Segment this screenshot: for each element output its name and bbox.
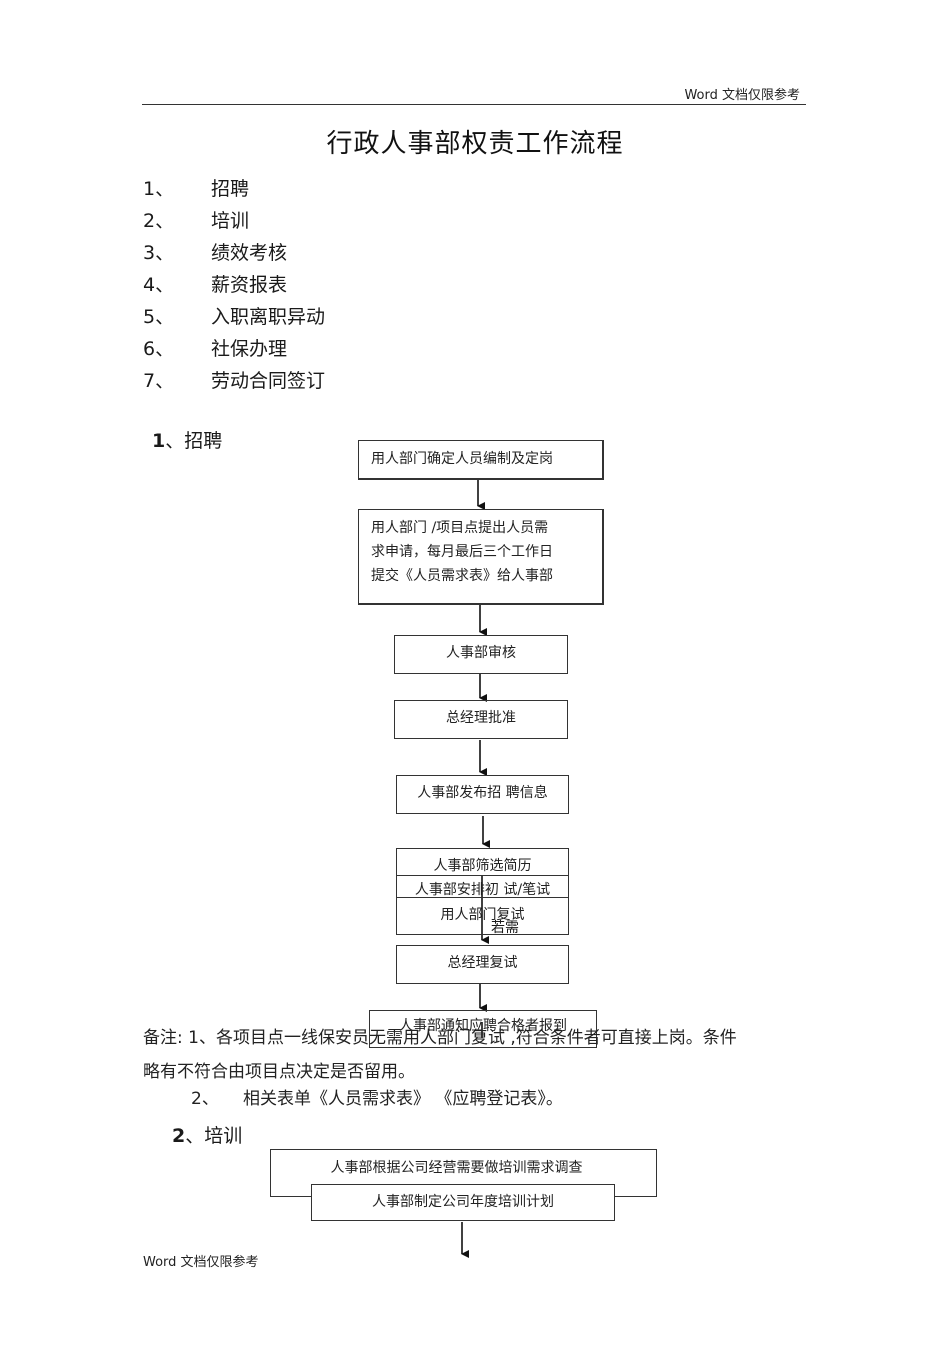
toc-num-6: 6、 xyxy=(143,338,175,360)
section-recruit-heading: 1、招聘 xyxy=(152,430,223,452)
toc-num-7: 7、 xyxy=(143,370,175,392)
toc-label-3: 绩效考核 xyxy=(211,242,288,264)
header-rule xyxy=(142,104,806,105)
toc-label-5: 入职离职异动 xyxy=(211,306,326,328)
flow-step-screen-resumes: 人事部筛选简历 xyxy=(396,848,569,876)
toc-num-5: 5、 xyxy=(143,306,175,328)
note-line-2: 略有不符合由项目点决定是否留用。 xyxy=(143,1062,415,1082)
document-title: 行政人事部权责工作流程 xyxy=(326,129,624,159)
note-line-3-text: 相关表单《人员需求表》 《应聘登记表》。 xyxy=(243,1089,563,1109)
flow-step-submit-request: 用人部门 /项目点提出人员需 求申请，每月最后三个工作日 提交《人员需求表》给人… xyxy=(358,509,604,605)
toc-label-1: 招聘 xyxy=(211,178,250,200)
flow-step-submit-request-line3: 提交《人员需求表》给人事部 xyxy=(371,568,553,584)
toc-label-2: 培训 xyxy=(211,210,250,232)
flow-step-publish-info: 人事部发布招 聘信息 xyxy=(396,775,569,814)
page-header: Word 文档仅限参考 xyxy=(684,88,800,103)
page-footer: Word 文档仅限参考 xyxy=(143,1255,259,1270)
flow-step-define-headcount: 用人部门确定人员编制及定岗 xyxy=(358,440,604,480)
toc-num-3: 3、 xyxy=(143,242,175,264)
toc-label-6: 社保办理 xyxy=(211,338,288,360)
toc-num-2: 2、 xyxy=(143,210,175,232)
section-training-heading: 2、培训 xyxy=(172,1125,243,1147)
note-line-1: 备注: 1、各项目点一线保安员无需用人部门复试 ,符合条件者可直接上岗。条件 xyxy=(143,1028,737,1048)
flow-step-training-plan: 人事部制定公司年度培训计划 xyxy=(311,1184,615,1221)
flow-step-first-interview: 人事部安排初 试/笔试 xyxy=(396,873,569,898)
flow-step-gm-approve: 总经理批准 xyxy=(394,700,568,739)
flow-step-submit-request-line1: 用人部门 /项目点提出人员需 xyxy=(371,520,549,536)
flow-step-dept-interview-note: 若需 xyxy=(491,920,519,936)
toc-num-4: 4、 xyxy=(143,274,175,296)
toc-label-4: 薪资报表 xyxy=(211,274,288,296)
flow-step-hr-review: 人事部审核 xyxy=(394,635,568,674)
toc-label-7: 劳动合同签订 xyxy=(211,370,326,392)
flow-step-dept-interview: 用人部门复试 xyxy=(396,897,569,935)
note-line-3-num: 2、 xyxy=(191,1089,219,1109)
toc-num-1: 1、 xyxy=(143,178,175,200)
flow-step-gm-interview: 总经理复试 xyxy=(396,945,569,984)
flow-step-notify-report: 人事部通知应聘合格者报到 xyxy=(369,1010,597,1048)
flow-step-submit-request-line2: 求申请，每月最后三个工作日 xyxy=(371,544,553,560)
